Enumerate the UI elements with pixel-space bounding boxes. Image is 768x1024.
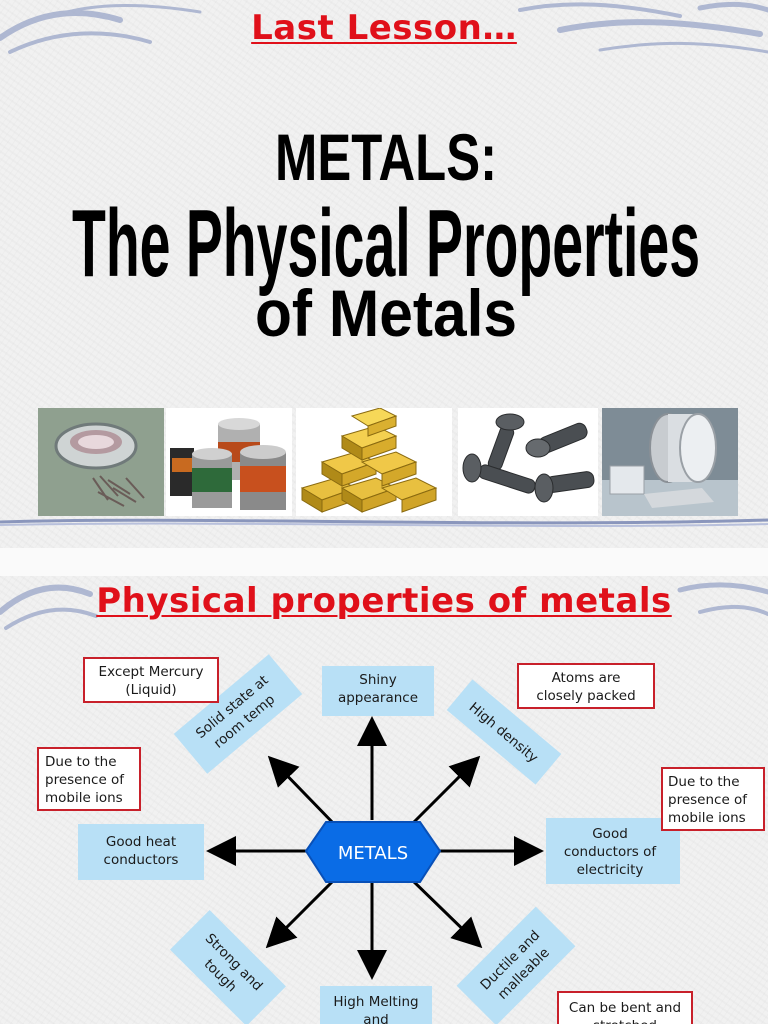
prop-electric-line1: Good: [592, 826, 628, 842]
prop-heat-line2: conductors: [104, 852, 179, 868]
note-ions-right-line1: Due to the: [668, 774, 740, 790]
header-swoosh-decoration: [0, 582, 768, 630]
wordart-title: METALS: The Physical Properties of Metal…: [72, 120, 700, 348]
note-ions-left-line2: presence of: [45, 772, 125, 788]
wordart-line-1: METALS:: [275, 120, 497, 194]
prop-melting-line2: and: [363, 1012, 388, 1024]
note-ions-left-box: Due to the presence of mobile ions: [37, 747, 141, 811]
note-ions-right-box: Due to the presence of mobile ions: [661, 767, 765, 831]
note-ions-right-line3: mobile ions: [668, 810, 746, 826]
gold-bars-image: [296, 408, 452, 516]
center-metals-node: METALS: [304, 821, 442, 883]
arrow-down-left: [265, 876, 338, 949]
note-ions-left-line3: mobile ions: [45, 790, 123, 806]
slide-title: Last Lesson…: [251, 8, 517, 48]
svg-text:Except Mercury(Liquid): Except Mercury (Liquid): [99, 664, 204, 698]
slide-title: Physical properties of metals: [96, 581, 672, 621]
prop-shiny-line2: appearance: [338, 690, 418, 706]
diagram-arrows: [206, 716, 544, 980]
header-swoosh-decoration: [0, 1, 768, 54]
arrow-up-left: [267, 755, 338, 828]
bolts-image: [458, 408, 598, 516]
note-ions-left-line1: Due to the: [45, 754, 117, 770]
metal-foil-roll-image: [602, 408, 738, 516]
note-ions-right-line2: presence of: [668, 792, 748, 808]
prop-melting-box: High Melting and: [320, 986, 432, 1024]
note-bent-box: Can be bent and stretched: [557, 991, 693, 1024]
prop-melting-line1: High Melting: [333, 994, 418, 1010]
note-mercury-line1: Except Mercury: [99, 664, 204, 680]
prop-electric-line2: conductors of: [564, 844, 657, 860]
note-bent-line1: Can be bent and: [569, 1000, 681, 1016]
wordart-line-2: The Physical Properties: [72, 190, 700, 297]
note-atoms-line1: Atoms are: [552, 670, 621, 686]
prop-heat-box: Good heat conductors: [78, 824, 204, 880]
properties-diagram: METALS Shiny appearance Good heat conducto…: [37, 654, 765, 1024]
slide-physical-properties: Physical properties of metals METALS S: [0, 576, 768, 1024]
prop-heat-line1: Good heat: [106, 834, 176, 850]
prop-shiny-line1: Shiny: [359, 672, 396, 688]
center-label: METALS: [338, 843, 408, 864]
prop-strong-box: Strong andtough: [170, 910, 286, 1024]
note-bent-line2: stretched: [593, 1018, 657, 1024]
note-mercury-box: Except Mercury (Liquid): [83, 657, 219, 703]
note-atoms-line2: closely packed: [536, 688, 635, 704]
slide-last-lesson: Last Lesson… METALS: The Physical Proper…: [0, 0, 768, 548]
svg-text:Can be bent andstretched: Can be bent and stretched: [569, 1000, 681, 1024]
slide-gap: [0, 548, 768, 576]
wordart-line-3: of Metals: [255, 276, 517, 348]
arrow-up-right: [408, 755, 481, 828]
paint-tins-image: [166, 408, 292, 516]
prop-electric-box: Good conductors of electricity: [546, 818, 680, 884]
metal-sheet-nails-image: [38, 408, 164, 516]
metal-photo-strip: [38, 408, 738, 516]
prop-shiny-box: Shiny appearance: [322, 666, 434, 716]
prop-electric-line3: electricity: [577, 862, 644, 878]
note-atoms-box: Atoms are closely packed: [517, 663, 655, 709]
slide-bottom-swoosh: [0, 518, 768, 527]
note-mercury-line2: (Liquid): [125, 682, 176, 698]
arrow-down-right: [408, 876, 483, 949]
